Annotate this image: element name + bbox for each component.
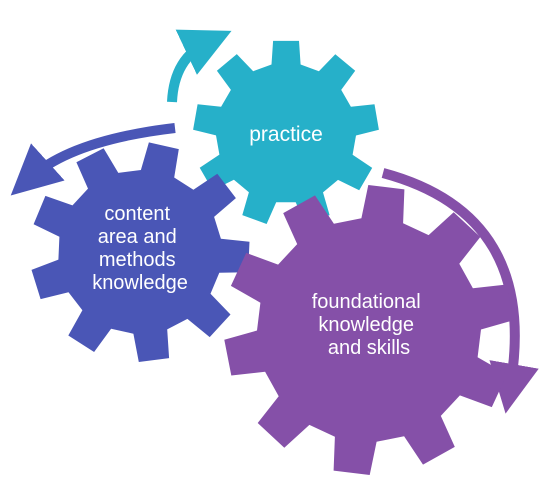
- practice-label: practice: [249, 123, 323, 146]
- content-label-line: content: [104, 203, 170, 225]
- content-label-line: methods: [99, 249, 176, 271]
- practice-label-line: practice: [249, 123, 323, 146]
- foundational-label-line: foundational: [312, 291, 421, 313]
- practice-gear: [193, 40, 379, 225]
- content-label-line: area and: [98, 226, 177, 248]
- content-label: content area and methods knowledge: [92, 203, 188, 294]
- practice-arrow: [167, 29, 232, 103]
- content-gear: [31, 142, 250, 362]
- foundational-label-line: and skills: [328, 337, 410, 359]
- content-arrow: [10, 123, 176, 196]
- foundational-label-line: knowledge: [318, 314, 414, 336]
- content-label-line: knowledge: [92, 272, 188, 294]
- foundational-gear: [224, 185, 514, 475]
- foundational-label: foundational knowledge and skills: [312, 291, 427, 359]
- foundational-arrow: [381, 168, 539, 414]
